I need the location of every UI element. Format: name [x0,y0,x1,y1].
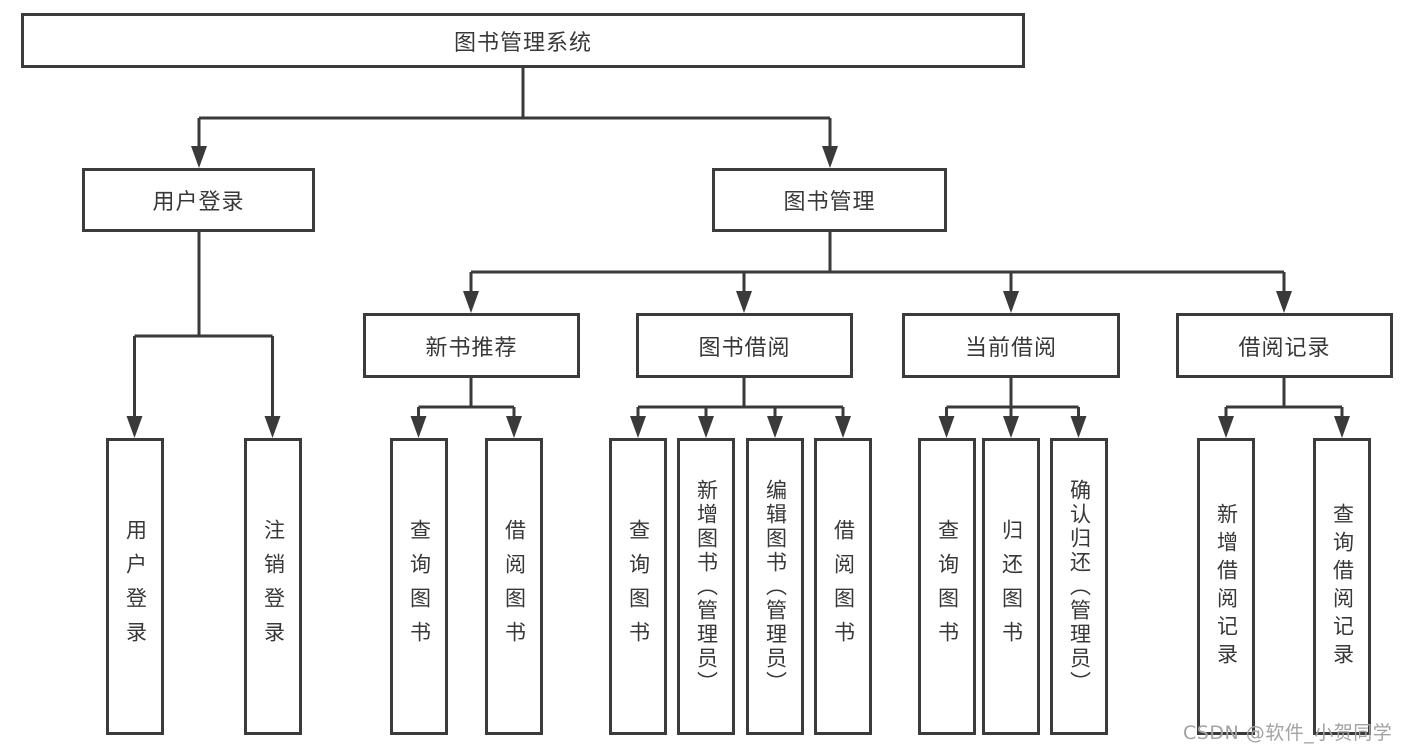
node-label: 归还图书 [999,518,1024,655]
node-label: 用户登录 [123,518,148,655]
node-label: 查询图书 [935,518,960,655]
node-label: 用户登录 [152,190,245,215]
node-borrowing-records: 借阅记录 [1176,313,1393,378]
node-current-borrowing: 当前借阅 [902,313,1120,378]
node-label: 确认归还（管理员） [1067,478,1092,695]
node-label: 新书推荐 [425,335,518,361]
leaf-query-books: 查询图书 [609,438,667,735]
node-label: 查询图书 [407,518,432,655]
leaf-add-borrow-record: 新增借阅记录 [1197,438,1255,735]
node-library-management-system: 图书管理系统 [21,13,1025,68]
node-label: 借阅记录 [1238,335,1331,361]
leaf-query-books: 查询图书 [390,438,448,735]
node-book-borrowing: 图书借阅 [636,313,853,378]
node-user-login: 用户登录 [82,168,315,232]
node-label: 图书管理系统 [453,30,592,56]
node-new-book-recommendation: 新书推荐 [363,313,580,378]
leaf-logout: 注销登录 [244,438,302,735]
node-label: 编辑图书（管理员） [763,478,788,695]
node-label: 新增图书（管理员） [694,478,719,695]
node-label: 图书借阅 [698,335,791,361]
leaf-query-books: 查询图书 [918,438,976,735]
node-label: 新增借阅记录 [1214,502,1239,671]
leaf-borrow-books: 借阅图书 [485,438,543,735]
node-label: 借阅图书 [831,518,856,655]
csdn-watermark: CSDN @软件_小贺同学 [1183,722,1393,744]
leaf-user-login: 用户登录 [106,438,164,735]
leaf-add-books-admin: 新增图书（管理员） [677,438,735,735]
node-book-management: 图书管理 [712,168,947,232]
node-label: 查询借阅记录 [1330,502,1355,671]
node-label: 查询图书 [626,518,651,655]
leaf-edit-books-admin: 编辑图书（管理员） [746,438,804,735]
node-label: 注销登录 [261,518,286,655]
node-label: 借阅图书 [502,518,527,655]
node-label: 当前借阅 [964,335,1057,361]
leaf-borrow-books: 借阅图书 [814,438,872,735]
leaf-return-books: 归还图书 [982,438,1040,735]
node-label: 图书管理 [783,190,876,215]
leaf-confirm-return-admin: 确认归还（管理员） [1050,438,1108,735]
leaf-query-borrow-record: 查询借阅记录 [1313,438,1371,735]
